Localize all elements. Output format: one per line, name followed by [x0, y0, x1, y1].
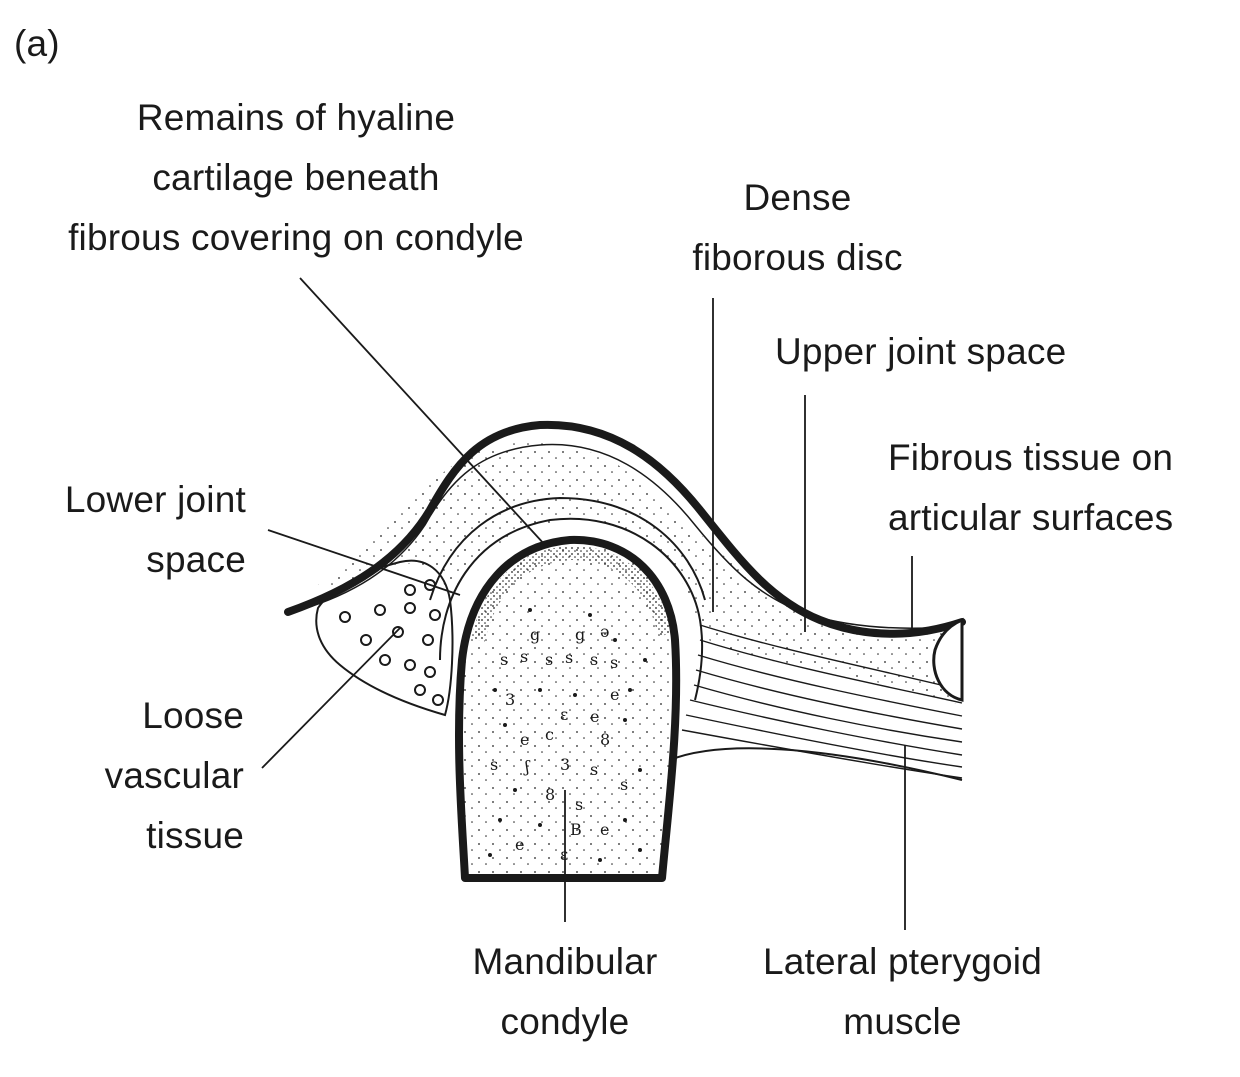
svg-text:3: 3	[560, 755, 570, 774]
svg-text:e: e	[520, 730, 529, 749]
svg-text:c: c	[545, 725, 554, 744]
svg-text:s: s	[490, 755, 498, 774]
mandibular-condyle-bone	[455, 535, 681, 882]
label-pterygoid-line-2: muscle	[843, 1001, 962, 1042]
svg-text:s: s	[520, 647, 528, 666]
svg-text:g: g	[575, 625, 585, 644]
label-lower-joint-space: Lower joint space	[10, 470, 246, 590]
label-lateral-pterygoid: Lateral pterygoid muscle	[725, 932, 1080, 1052]
condyle-cartilage-cap	[471, 545, 672, 642]
svg-text:3: 3	[505, 690, 515, 709]
articular-disc	[310, 442, 962, 705]
right-end-cap	[932, 617, 964, 702]
leader-loose-tissue	[261, 627, 401, 769]
label-disc-line-2: fiborous disc	[692, 237, 903, 278]
label-upper-space-line-1: Upper joint space	[775, 331, 1067, 372]
label-condyle-line-2: condyle	[500, 1001, 630, 1042]
leader-lower-space	[267, 529, 461, 596]
pterygoid-lower-border	[669, 747, 963, 781]
label-disc-line-1: Dense	[743, 177, 852, 218]
disc-inner-line	[429, 496, 706, 601]
label-upper-joint-space: Upper joint space	[775, 322, 1066, 382]
leader-hyaline	[299, 277, 546, 546]
label-hyaline-line-3: fibrous covering on condyle	[68, 217, 524, 258]
svg-text:8: 8	[600, 730, 610, 749]
label-hyaline-line-2: cartilage beneath	[152, 157, 440, 198]
label-fibrous-line-1: Fibrous tissue on	[888, 437, 1174, 478]
svg-text:ɛ: ɛ	[560, 705, 568, 724]
svg-text:s: s	[620, 775, 628, 794]
label-loose-line-1: Loose	[142, 695, 244, 736]
fossa-inner-line	[299, 443, 963, 629]
leader-lines	[261, 277, 913, 930]
label-condyle-line-1: Mandibular	[472, 941, 658, 982]
svg-text:e: e	[610, 685, 619, 704]
svg-text:s: s	[610, 653, 618, 672]
label-loose-line-3: tissue	[146, 815, 244, 856]
svg-text:s: s	[500, 650, 508, 669]
label-fibrous-line-2: articular surfaces	[888, 497, 1174, 538]
svg-text:e: e	[515, 835, 524, 854]
label-lower-space-line-2: space	[146, 539, 246, 580]
trabecular-dots	[488, 608, 647, 862]
figure-tag-text: (a)	[14, 23, 60, 64]
label-fibrous-tissue: Fibrous tissue on articular surfaces	[888, 428, 1173, 548]
lower-joint-space-line	[439, 517, 704, 701]
label-lower-space-line-1: Lower joint	[64, 479, 246, 520]
svg-text:8: 8	[545, 785, 555, 804]
label-loose-vascular-tissue: Loose vascular tissue	[40, 686, 244, 866]
svg-text:s: s	[545, 650, 553, 669]
label-pterygoid-line-1: Lateral pterygoid	[762, 941, 1043, 982]
svg-text:s: s	[590, 760, 598, 779]
label-hyaline-cartilage: Remains of hyaline cartilage beneath fib…	[22, 88, 570, 268]
svg-text:ʃ: ʃ	[523, 757, 531, 776]
svg-text:s: s	[590, 650, 598, 669]
svg-text:e: e	[600, 820, 609, 839]
articular-fossa-outline	[284, 420, 966, 638]
label-loose-line-2: vascular	[104, 755, 244, 796]
figure-tag: (a)	[14, 14, 60, 74]
svg-text:e: e	[590, 707, 599, 726]
svg-text:g: g	[530, 625, 540, 644]
svg-text:ə: ə	[600, 622, 609, 641]
vascular-circles	[339, 579, 444, 706]
svg-text:B: B	[570, 820, 582, 839]
svg-text:s: s	[575, 795, 583, 814]
label-dense-fibrous-disc: Dense fiborous disc	[665, 168, 930, 288]
label-hyaline-line-1: Remains of hyaline	[136, 97, 456, 138]
label-mandibular-condyle: Mandibular condyle	[440, 932, 690, 1052]
svg-text:s: s	[565, 648, 573, 667]
